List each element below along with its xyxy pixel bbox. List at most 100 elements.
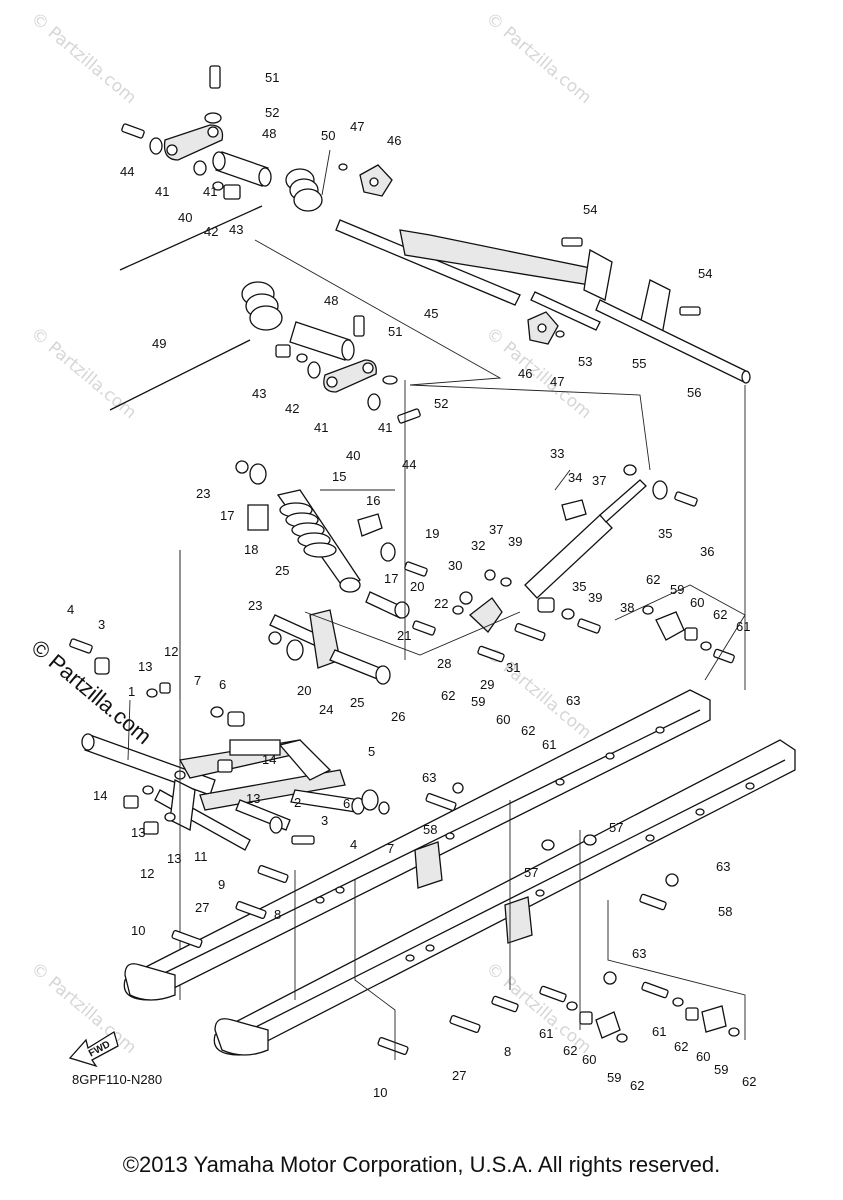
top-arm-assembly (109, 65, 751, 471)
part-callout-number: 18 (244, 542, 258, 557)
part-callout-number: 20 (410, 579, 424, 594)
part-callout-number: 23 (196, 486, 210, 501)
part-callout-number: 59 (670, 582, 684, 597)
part-callout-number: 58 (718, 904, 732, 919)
part-callout-number: 14 (93, 788, 107, 803)
part-callout-number: 32 (471, 538, 485, 553)
part-callout-number: 49 (152, 336, 166, 351)
part-callout-number: 28 (437, 656, 451, 671)
part-callout-number: 62 (563, 1043, 577, 1058)
part-callout-number: 61 (736, 619, 750, 634)
part-callout-number: 62 (630, 1078, 644, 1093)
watermark-text: © Partzilla.com (482, 9, 595, 109)
part-callout-number: 8 (504, 1044, 511, 1059)
part-callout-number: 42 (204, 224, 218, 239)
part-callout-number: 46 (518, 366, 532, 381)
part-callout-number: 51 (265, 70, 279, 85)
copyright-notice: ©2013 Yamaha Motor Corporation, U.S.A. A… (122, 1152, 721, 1177)
part-callout-number: 17 (220, 508, 234, 523)
part-callout-number: 35 (572, 579, 586, 594)
part-callout-number: 52 (265, 105, 279, 120)
fwd-arrow-icon: FWD (68, 1030, 119, 1068)
part-callout-number: 58 (423, 822, 437, 837)
part-callout-number: 63 (566, 693, 580, 708)
part-callout-number: 60 (696, 1049, 710, 1064)
part-callout-number: 61 (652, 1024, 666, 1039)
part-callout-number: 57 (524, 865, 538, 880)
part-callout-number: 57 (609, 820, 623, 835)
part-callout-number: 38 (620, 600, 634, 615)
part-callout-number: 52 (434, 396, 448, 411)
part-callout-number: 4 (67, 602, 74, 617)
part-callout-number: 25 (275, 563, 289, 578)
part-callout-number: 6 (219, 677, 226, 692)
part-callout-number: 62 (674, 1039, 688, 1054)
part-callout-number: 21 (397, 628, 411, 643)
part-callout-number: 25 (350, 695, 364, 710)
part-callout-number: 44 (402, 457, 416, 472)
shock-linkage-assembly (179, 460, 746, 700)
part-callout-number: 37 (592, 473, 606, 488)
part-callout-number: 24 (319, 702, 333, 717)
part-callout-number: 62 (521, 723, 535, 738)
part-callout-number: 5 (368, 744, 375, 759)
part-callout-number: 60 (690, 595, 704, 610)
part-callout-number: 33 (550, 446, 564, 461)
part-callout-number: 43 (229, 222, 243, 237)
part-callout-number: 27 (452, 1068, 466, 1083)
watermark-text: © Partzilla.com (27, 324, 140, 424)
part-callout-number: 11 (194, 849, 208, 864)
part-callout-number: 62 (742, 1074, 756, 1089)
part-callout-number: 29 (480, 677, 494, 692)
part-callout-number: 40 (178, 210, 192, 225)
part-callout-number: 43 (252, 386, 266, 401)
part-callout-number: 7 (387, 841, 394, 856)
part-callout-number: 17 (384, 571, 398, 586)
part-callout-number: 8 (274, 907, 281, 922)
part-callout-number: 60 (582, 1052, 596, 1067)
part-callout-number: 19 (425, 526, 439, 541)
part-callout-number: 54 (698, 266, 712, 281)
part-callout-number: 61 (539, 1026, 553, 1041)
part-callout-number: 46 (387, 133, 401, 148)
part-callout-number: 27 (195, 900, 209, 915)
part-callout-number: 4 (350, 837, 357, 852)
part-callout-number: 30 (448, 558, 462, 573)
part-callout-number: 59 (607, 1070, 621, 1085)
part-callout-number: 47 (550, 374, 564, 389)
part-callout-number: 59 (714, 1062, 728, 1077)
part-callout-number: 3 (98, 617, 105, 632)
part-callout-number: 48 (324, 293, 338, 308)
part-callout-number: 14 (262, 752, 276, 767)
part-callout-number: 26 (391, 709, 405, 724)
part-callout-number: 12 (140, 866, 154, 881)
part-callout-number: 16 (366, 493, 380, 508)
part-callout-number: 41 (378, 420, 392, 435)
part-callout-number: 12 (164, 644, 178, 659)
watermark-text: © Partzilla.com (482, 959, 595, 1059)
part-callout-number: 9 (218, 877, 225, 892)
part-callout-number: 63 (632, 946, 646, 961)
part-callout-number: 62 (646, 572, 660, 587)
part-callout-number: 47 (350, 119, 364, 134)
part-callout-number: 51 (388, 324, 402, 339)
part-callout-number: 45 (424, 306, 438, 321)
part-callout-number: 60 (496, 712, 510, 727)
part-callout-number: 22 (434, 596, 448, 611)
part-callout-number: 48 (262, 126, 276, 141)
part-callout-number: 44 (120, 164, 134, 179)
part-callout-number: 63 (716, 859, 730, 874)
part-callout-number: 40 (346, 448, 360, 463)
part-callout-number: 13 (167, 851, 181, 866)
slide-rails (123, 380, 796, 1060)
part-callout-number: 41 (203, 184, 217, 199)
part-callout-number: 62 (713, 607, 727, 622)
part-callout-number: 10 (131, 923, 145, 938)
part-callout-number: 35 (658, 526, 672, 541)
part-callout-number: 61 (542, 737, 556, 752)
part-callout-number: 3 (321, 813, 328, 828)
part-callout-number: 31 (506, 660, 520, 675)
part-callout-number: 55 (632, 356, 646, 371)
